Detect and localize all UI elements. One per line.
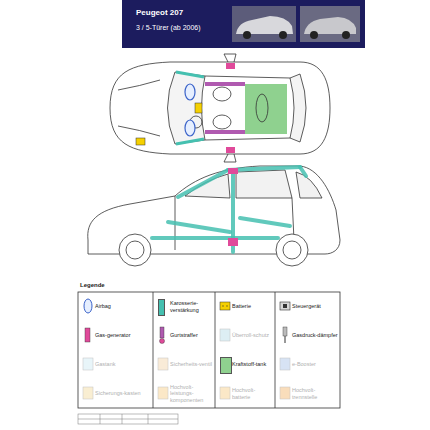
- fuel-tank: [245, 84, 287, 134]
- legend-icon: [280, 358, 290, 370]
- legend-entry: Sicherungs-kasten: [95, 380, 151, 407]
- legend-text: e-Booster: [292, 361, 316, 367]
- legend-entry: Kraftstoff-tank: [232, 351, 273, 378]
- legend-entry: Gas-generator: [95, 322, 151, 349]
- legend-text: Sicherungs-kasten: [95, 390, 141, 396]
- legend-icon: [83, 358, 93, 370]
- legend-text: Gas-generator: [95, 332, 130, 338]
- legend-swatch: [220, 357, 232, 374]
- legend-entry: Überroll-schutz: [232, 322, 273, 349]
- legend-entry: Karosserie-verstärkung: [170, 293, 213, 320]
- legend-entry: Batterie: [232, 293, 273, 320]
- legend-text: Gurtstraffer: [170, 332, 198, 338]
- legend-entry: Airbag: [95, 293, 151, 320]
- legend-text: Überroll-schutz: [232, 332, 269, 338]
- legend-entry: Gastank: [95, 351, 151, 378]
- body-reinforcement: [152, 167, 306, 252]
- car-photo: [232, 6, 296, 42]
- legend-icon: [85, 328, 90, 342]
- legend-entry: e-Booster: [292, 351, 338, 378]
- legend-entry: Sicherheits-ventil: [170, 351, 213, 378]
- legend-icon: [158, 358, 168, 370]
- legend-text: Kraftstoff-tank: [232, 361, 266, 367]
- legend-text: Batterie: [232, 303, 251, 309]
- legend-icon: [158, 387, 168, 399]
- legend-entry: Gasdruck-dämpfer: [292, 322, 338, 349]
- legend-text: Karosserie-verstärkung: [170, 300, 213, 313]
- legend-text: Gastank: [95, 361, 115, 367]
- legend-text: Hochvolt-batterie: [232, 387, 273, 400]
- legend-entry: Hochvolt-leistungs-komponenten: [170, 380, 213, 407]
- legend-text: Hochvolt-leistungs-komponenten: [170, 384, 213, 403]
- legend-icon: [160, 327, 165, 344]
- footer-table: [78, 414, 178, 424]
- legend-icon: [283, 327, 287, 343]
- legend-icon: [280, 387, 290, 399]
- car-top-view: [110, 54, 330, 162]
- legend-icon: [220, 302, 230, 310]
- legend-icon: [280, 302, 290, 310]
- legend-icon: [83, 387, 93, 399]
- legend-text: Airbag: [95, 303, 111, 309]
- car-photo: [300, 6, 360, 42]
- legend-icon: [220, 387, 230, 399]
- legend-text: Sicherheits-ventil: [170, 361, 212, 367]
- legend-swatch: [158, 299, 165, 316]
- legend-text: Hochvolt-trennstelle: [292, 387, 338, 400]
- legend-table: [78, 292, 340, 408]
- legend-icon: [84, 299, 92, 313]
- legend-entry: Hochvolt-trennstelle: [292, 380, 338, 407]
- legend-entry: Gurtstraffer: [170, 322, 213, 349]
- subtitle: 3 / 5-Türer (ab 2006): [136, 24, 201, 31]
- title: Peugeot 207: [136, 8, 183, 17]
- legend-entry: Steuergerät: [292, 293, 338, 320]
- header-bar: [122, 0, 365, 48]
- legend-entry: Hochvolt-batterie: [232, 380, 273, 407]
- legend-heading: Legende: [80, 282, 105, 288]
- legend-icon: [220, 329, 230, 341]
- legend-text: Gasdruck-dämpfer: [292, 332, 338, 338]
- car-side-view: [88, 166, 340, 266]
- legend-text: Steuergerät: [292, 303, 321, 309]
